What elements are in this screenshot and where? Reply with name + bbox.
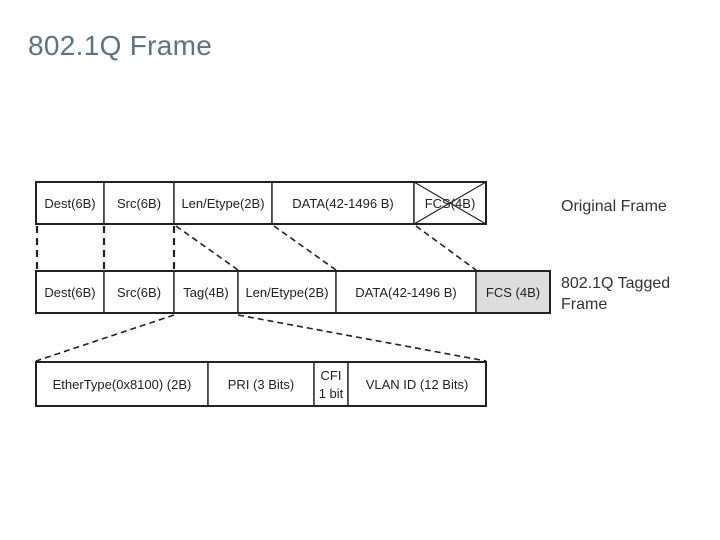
tag-vlan-id-label: VLAN ID (12 Bits) — [366, 377, 469, 392]
tagged-frame-row: Dest(6B) Src(6B) Tag(4B) Len/Etype(2B) D… — [35, 270, 670, 314]
connector-fcs-shift — [415, 225, 477, 271]
original-frame-label: Original Frame — [561, 198, 667, 215]
original-len-etype-cell — [173, 181, 273, 225]
original-dest-cell — [35, 181, 105, 225]
tagged-frame-outline — [35, 270, 551, 314]
fcs-cross-line-2 — [413, 181, 487, 225]
tag-detail-outline — [35, 361, 487, 407]
tag-expansion-connectors — [35, 314, 487, 362]
tag-ethertype-label: EtherType(0x8100) (2B) — [53, 377, 192, 392]
tag-detail-row: EtherType(0x8100) (2B) PRI (3 Bits) CFI … — [35, 361, 487, 407]
tag-cfi-cell — [313, 361, 349, 407]
tagged-dest-label: Dest(6B) — [44, 285, 95, 300]
tagged-frame-label-line2: Frame — [561, 296, 607, 313]
tagged-src-cell — [103, 270, 175, 314]
original-src-label: Src(6B) — [117, 196, 161, 211]
original-frame-row: Dest(6B) Src(6B) Len/Etype(2B) DATA(42-1… — [35, 181, 667, 225]
tag-cfi-label: CFI — [321, 368, 342, 383]
tagged-len-etype-label: Len/Etype(2B) — [245, 285, 328, 300]
tag-cfi-bits-label: 1 bit — [319, 386, 344, 401]
original-data-label: DATA(42-1496 B) — [292, 196, 393, 211]
tagged-fcs-label: FCS (4B) — [486, 285, 540, 300]
tag-expand-left — [35, 314, 175, 362]
tagged-fcs-cell — [475, 270, 551, 314]
tagged-frame-label-line1: 802.1Q Tagged — [561, 275, 670, 292]
tagged-tag-cell — [173, 270, 239, 314]
tagged-src-label: Src(6B) — [117, 285, 161, 300]
original-fcs-label: FCS(4B) — [425, 196, 476, 211]
tag-pri-label: PRI (3 Bits) — [228, 377, 294, 392]
tag-vlan-id-cell — [347, 361, 487, 407]
original-frame-outline — [35, 181, 487, 225]
connector-data-shift — [273, 225, 337, 271]
original-len-etype-label: Len/Etype(2B) — [181, 196, 264, 211]
page-title: 802.1Q Frame — [28, 30, 213, 61]
tagged-data-label: DATA(42-1496 B) — [355, 285, 456, 300]
tagged-tag-label: Tag(4B) — [183, 285, 229, 300]
original-dest-label: Dest(6B) — [44, 196, 95, 211]
tag-expand-right — [237, 314, 487, 362]
connector-len-etype-shift — [175, 225, 239, 271]
row-connectors — [35, 225, 477, 271]
